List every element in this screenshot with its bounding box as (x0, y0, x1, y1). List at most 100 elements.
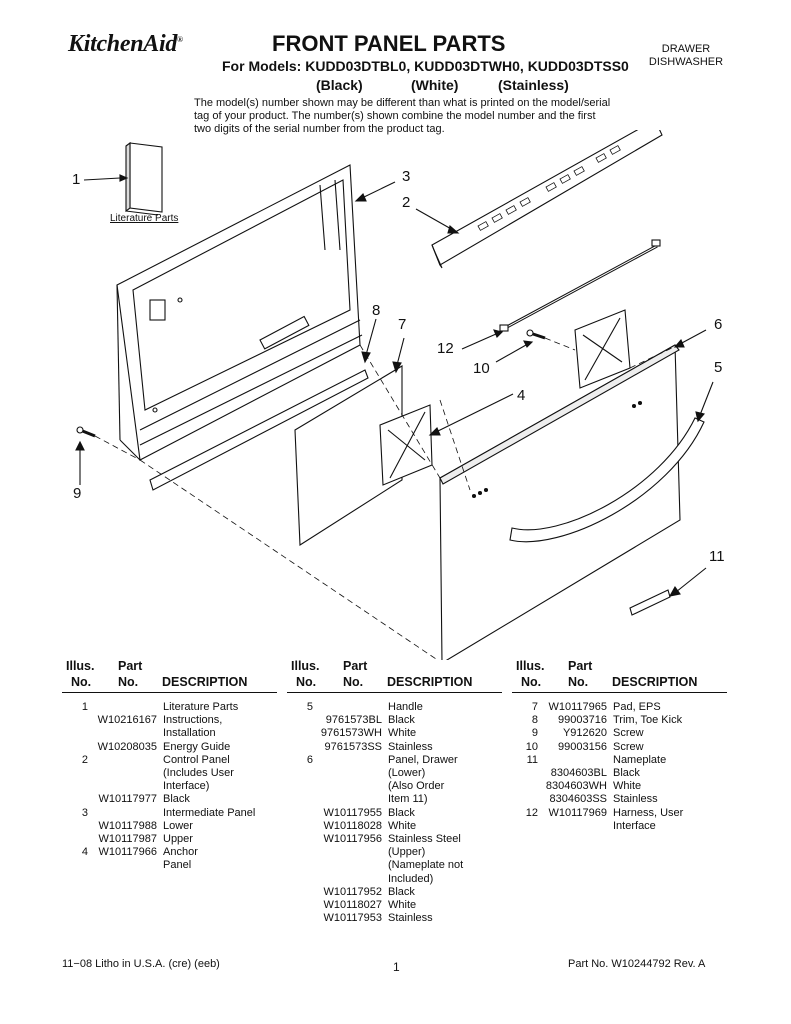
row-description: Harness, User (613, 806, 684, 819)
row-part-no: W10117956 (323, 833, 382, 845)
row-illus-no: 2 (81, 753, 88, 766)
row-description: Upper (163, 833, 193, 845)
footer-part-number: Part No. W10244792 Rev. A (568, 958, 706, 970)
document-type: DRAWER DISHWASHER (640, 43, 732, 69)
anchor-bracket-left (379, 404, 433, 486)
row-description: Lower (163, 819, 193, 832)
assembly-guide-lines (94, 337, 677, 660)
row-part-no: W10216167 (97, 714, 157, 727)
row-part-no: 8304603WH (545, 780, 607, 793)
row-part-no: 8304603BL (550, 767, 607, 779)
row-part-no: Y912620 (562, 727, 607, 740)
header-illus: Illus.No. (291, 659, 320, 689)
header-rule (287, 692, 502, 693)
row-illus-no: 10 (525, 740, 538, 753)
row-description: Black (613, 767, 640, 779)
callout-8: 8 (372, 302, 381, 319)
row-description: Black (388, 885, 415, 898)
row-illus-no: 7 (531, 701, 538, 713)
models-line: For Models: KUDD03DTBL0, KUDD03DTWH0, KU… (222, 58, 629, 74)
row-description: Included) (388, 872, 434, 885)
row-description: Black (388, 714, 415, 727)
row-illus-no: 11 (526, 753, 538, 766)
row-description: Stainless (388, 740, 433, 753)
screw-9 (76, 426, 96, 438)
row-description: Trim, Toe Kick (613, 714, 683, 727)
callout-4: 4 (517, 387, 526, 404)
row-illus-no: 8 (531, 714, 538, 727)
row-illus-no: 6 (306, 753, 313, 766)
row-illus-no: 1 (81, 701, 88, 713)
row-description: Instructions, (163, 714, 223, 727)
anchor-bracket-right (574, 309, 631, 389)
eps-pad (294, 365, 403, 546)
row-description: Nameplate (613, 753, 667, 766)
row-part-no: W10118027 (323, 899, 382, 911)
row-description: Installation (163, 727, 216, 740)
row-description: Control Panel (163, 753, 230, 766)
row-description: Stainless Steel (388, 833, 461, 845)
row-description: Stainless (613, 793, 658, 806)
page-number: 1 (393, 960, 400, 974)
literature-booklet-icon (125, 141, 163, 216)
header-rule (62, 692, 277, 693)
page-title: FRONT PANEL PARTS (272, 31, 506, 56)
row-part-no: W10117952 (323, 885, 382, 898)
callout-11: 11 (709, 548, 725, 565)
callout-2: 2 (402, 194, 411, 211)
row-part-no: W10117987 (98, 833, 157, 845)
footer-litho: 11−08 Litho in U.S.A. (cre) (eeb) (62, 958, 220, 970)
row-description: Interface (613, 819, 656, 832)
row-description: Item 11) (388, 793, 428, 806)
row-part-no: W10118028 (323, 819, 382, 832)
row-illus-no: 4 (81, 846, 88, 859)
row-description: (Upper) (388, 846, 426, 859)
row-part-no: 9761573SS (324, 740, 383, 753)
row-part-no: W10117969 (548, 806, 607, 819)
drawer-panel (439, 344, 681, 660)
toe-kick-trim (149, 369, 369, 491)
callout-7: 7 (398, 316, 407, 333)
row-part-no: W10117966 (98, 846, 157, 859)
header-illus: Illus.No. (516, 659, 545, 689)
row-description: White (388, 727, 417, 740)
row-illus-no: 12 (525, 806, 538, 819)
row-part-no: W10117988 (98, 819, 157, 832)
row-description: Pad, EPS (613, 701, 661, 713)
brand-logo: KitchenAid® (68, 31, 183, 57)
document-type-line2: DISHWASHER (648, 56, 724, 68)
callout-3: 3 (402, 168, 411, 185)
header-description: DESCRIPTION (612, 675, 698, 689)
screw-10 (526, 329, 546, 340)
color-white: (White) (411, 77, 459, 93)
callout-9: 9 (73, 485, 82, 502)
row-description: White (388, 899, 417, 911)
callout-5: 5 (714, 359, 723, 376)
document-type-line1: DRAWER (661, 43, 711, 55)
nameplate (629, 589, 671, 616)
row-description: Stainless (388, 912, 433, 925)
row-description: (Nameplate not (388, 859, 464, 872)
row-description: Panel, Drawer (388, 753, 458, 766)
row-illus-no: 3 (81, 806, 88, 819)
header-description: DESCRIPTION (387, 675, 473, 689)
row-description: Screw (613, 740, 644, 753)
handle (509, 417, 705, 543)
model-note: The model(s) number shown may be differe… (194, 97, 611, 135)
control-panel (431, 130, 663, 269)
row-description: White (613, 780, 642, 793)
row-part-no: W10208035 (97, 740, 157, 753)
row-description: Intermediate Panel (163, 806, 256, 819)
row-description: (Lower) (388, 767, 426, 779)
row-description: Handle (388, 701, 423, 713)
row-description: (Also Order (388, 780, 445, 793)
row-part-no: 99003716 (558, 714, 607, 727)
callout-12: 12 (437, 340, 454, 357)
callout-6: 6 (714, 316, 723, 333)
color-black: (Black) (316, 77, 363, 93)
callout-1: 1 (72, 171, 81, 188)
harness-cable (499, 239, 661, 332)
row-part-no: 99003156 (558, 740, 607, 753)
